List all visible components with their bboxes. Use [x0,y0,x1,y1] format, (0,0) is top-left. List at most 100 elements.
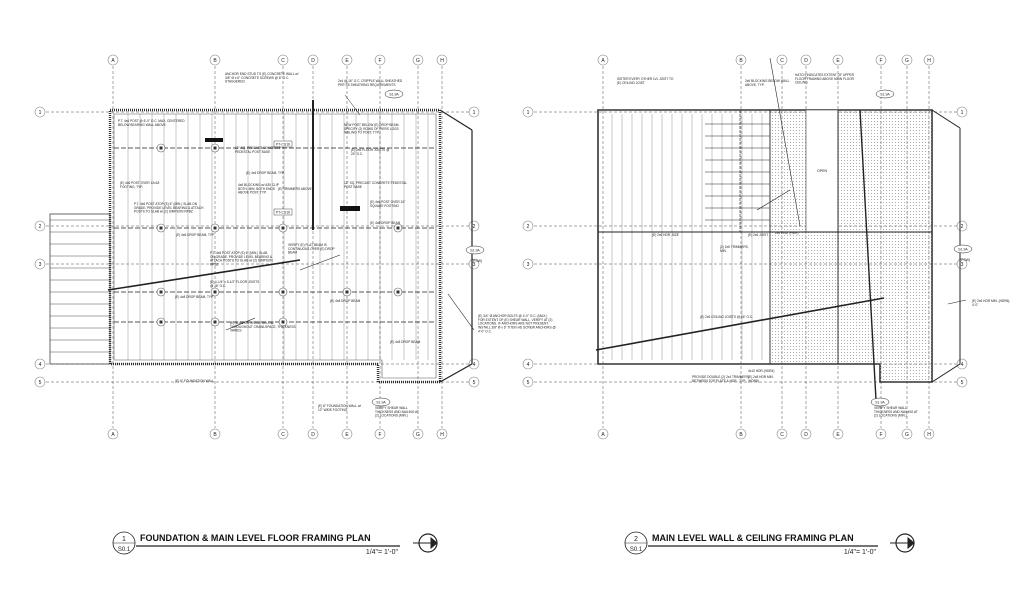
angled-wall [439,363,473,383]
annotation-note: 4x10 HDR (HDR4) [748,369,774,373]
annotation-note: (E) 2x6 CEILING JOISTS @ 16" O.C. [700,315,753,319]
leader-line [859,109,877,401]
post [213,226,217,230]
grid-bubble [307,428,319,440]
grid-label: 1 [527,110,530,116]
grid-label: F [378,432,381,438]
detail-bubble [875,89,895,99]
grid-label: A [111,58,115,64]
grid-label: 4 [527,362,530,368]
grid-label: F [879,432,882,438]
grid-label: 1 [961,110,964,116]
post [159,290,163,294]
north-arrow-icon [890,533,915,553]
post-base-marker [340,206,360,211]
annotation-note: (E) 8" FOUNDATION WALL w/12" WIDE FOOTIN… [318,404,361,412]
grid-bubble [800,428,812,440]
grid-label: 2 [527,224,530,230]
grid-label: 2 [473,224,476,230]
detail-bubble [465,245,485,255]
annotation-note: (2) 2x6 TRIMMERS,MIN. [720,245,749,253]
grid-bubble [34,376,46,388]
annotation-note: (E) 4x6 DROP BEAM, TYP. [246,171,285,175]
grid-bubble [412,54,424,66]
grid-label: 5 [473,380,476,386]
post [213,320,217,324]
grid-bubble [107,428,119,440]
grid-bubble [34,220,46,232]
grid-bubble [522,106,534,118]
grid-label: G [905,58,909,64]
grid-label: D [804,432,808,438]
shear-wall-tag: (PSW) [472,259,482,263]
annotation-note: (E) 2x6 HDR MIN. (HDR6),4'-0" [972,299,1010,307]
grid-bubble [374,428,386,440]
annotation-note: (E) 4x8 DROP BEAM, TYP. [175,295,214,299]
grid-label: 1 [473,110,476,116]
grid-label: E [836,432,840,438]
grid-bubble [956,376,968,388]
grid-bubble [277,428,289,440]
annotation-note: (E) 1-1/4" x 5-1/2" FLOOR JOISTS@ 16" O.… [210,280,259,288]
grid-bubble [901,428,913,440]
post [213,290,217,294]
post [159,320,163,324]
sheet-reference: S0.1 [630,547,643,553]
leader-line [107,259,301,291]
grid-bubble [34,358,46,370]
grid-bubble [522,220,534,232]
grid-bubble [209,54,221,66]
grid-bubble [800,54,812,66]
annotation-note: (E) 4x8 DROP BEAM [370,221,401,225]
annotation-note: (E) 4x8 DROP BEAM [330,299,361,303]
grid-bubble [307,54,319,66]
plan-scale: 1/4"= 1'-0" [844,549,877,556]
grid-bubble [597,428,609,440]
annotation-note: (E) TRIMMERS ABOVE [278,187,312,191]
grid-bubble [522,258,534,270]
post [159,146,163,150]
detail-bubble-label: S1.9A [880,93,890,97]
post [281,320,285,324]
detail-bubble-label: S1.9A [875,401,885,405]
grid-bubble [875,54,887,66]
grid-label: C [281,432,285,438]
leader-line [344,94,361,116]
grid-bubble [901,54,913,66]
grid-bubble [412,428,424,440]
angled-wall [931,109,961,129]
leader-line [947,299,967,305]
tag-label: PT-CS16 [276,143,290,147]
plan-title: FOUNDATION & MAIN LEVEL FLOOR FRAMING PL… [140,533,371,543]
north-arrow-icon [413,533,438,553]
annotation-note: (E) 2x6 HDR. SIZE [652,233,679,237]
leader-line [447,293,475,331]
leader-line [756,189,791,211]
grid-label: B [213,432,217,438]
foundation-wall-inner [113,113,437,379]
annotation-note: NEW POST BELOW (E) DROP BEAM.SPECIFY (2)… [344,123,399,135]
annotation-note: (E) 4x8 DROP BEAM [390,340,421,344]
grid-bubble [522,376,534,388]
annotation-note: (E) 2x6 FLOOR JOISTS @24" O.C. [351,148,389,156]
annotation-note: (E) 3/4" Ø ANCHOR BOLTS @ 4'-0" O.C. (MA… [478,314,556,333]
grid-label: 3 [961,262,964,268]
grid-label: 5 [39,380,42,386]
annotation-note: (E) 2x6 JOIST [748,233,768,237]
upper-floor-hatch [770,110,932,382]
grid-label: 5 [527,380,530,386]
grid-bubble [34,106,46,118]
grid-label: B [213,58,217,64]
grid-label: 3 [473,262,476,268]
detail-bubble-label: S1.9A [470,249,480,253]
deck-outline [49,213,111,365]
grid-bubble [374,54,386,66]
grid-label: G [416,432,420,438]
grid-label: A [111,432,115,438]
